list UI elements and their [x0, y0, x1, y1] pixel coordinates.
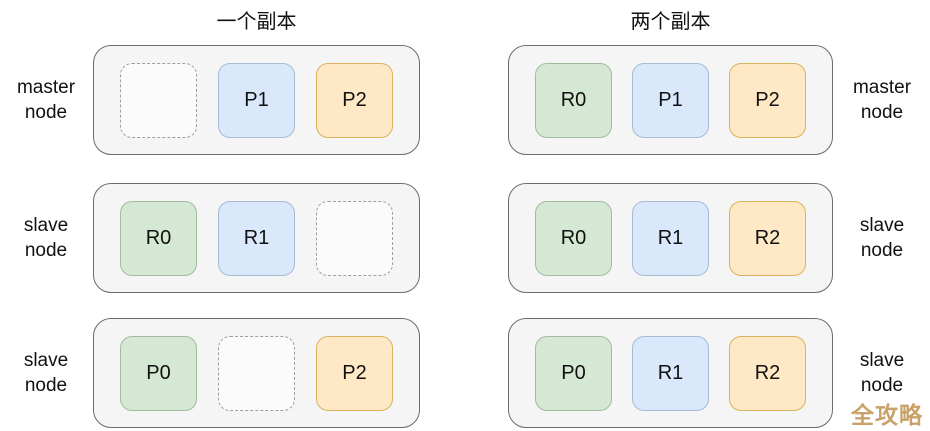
node-label-master: master node — [852, 77, 912, 123]
master-node-box-two-replicas: R0 P1 P2 — [508, 45, 833, 155]
node-label-slave: slave node — [23, 215, 69, 261]
partition-slot-r1: R1 — [632, 200, 709, 276]
partition-slot-empty — [316, 200, 393, 276]
master-node-box-one-replica: P1 P2 — [93, 45, 420, 155]
partition-slot-p2: P2 — [316, 62, 393, 138]
partition-slot-p2: P2 — [316, 335, 393, 411]
column-title-two-replicas: 两个副本 — [630, 11, 711, 33]
slave-node-box-two-replicas-2: P0 R1 R2 — [508, 318, 833, 428]
partition-slot-p1: P1 — [218, 62, 295, 138]
slave-node-box-one-replica-1: R0 R1 — [93, 183, 420, 293]
slave-node-box-one-replica-2: P0 P2 — [93, 318, 420, 428]
watermark-text: 全攻略 — [851, 402, 923, 428]
partition-slot-r0: R0 — [120, 200, 197, 276]
partition-slot-p0: P0 — [535, 335, 612, 411]
partition-slot-r1: R1 — [218, 200, 295, 276]
partition-slot-r2: R2 — [729, 200, 806, 276]
node-label-slave: slave node — [23, 350, 69, 396]
node-label-slave: slave node — [859, 215, 905, 261]
partition-slot-p2: P2 — [729, 62, 806, 138]
node-label-master: master node — [16, 77, 76, 123]
partition-slot-p0: P0 — [120, 335, 197, 411]
partition-slot-p1: P1 — [632, 62, 709, 138]
partition-slot-r1: R1 — [632, 335, 709, 411]
partition-slot-r0: R0 — [535, 62, 612, 138]
partition-slot-r2: R2 — [729, 335, 806, 411]
partition-slot-empty — [120, 62, 197, 138]
column-title-one-replica: 一个副本 — [216, 11, 297, 33]
partition-slot-empty — [218, 335, 295, 411]
slave-node-box-two-replicas-1: R0 R1 R2 — [508, 183, 833, 293]
partition-slot-r0: R0 — [535, 200, 612, 276]
node-label-slave: slave node — [859, 350, 905, 396]
